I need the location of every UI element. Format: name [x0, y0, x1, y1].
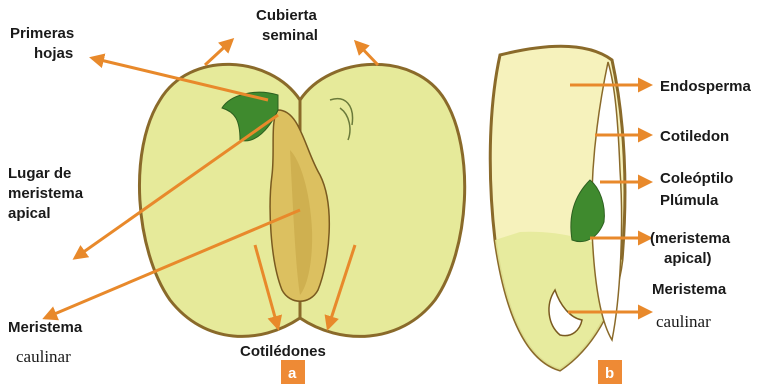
- badge-b: b: [598, 360, 622, 384]
- dicot-seed: [139, 64, 464, 336]
- label-cotiledon: Cotiledon: [660, 128, 729, 145]
- badge-a: a: [281, 360, 305, 384]
- label-cubierta-seminal-2: seminal: [262, 27, 318, 44]
- badge-a-label: a: [288, 365, 297, 382]
- label-plumula: Plúmula: [660, 192, 719, 209]
- monocot-seed: [490, 46, 625, 370]
- label-meristema-left: Meristema: [8, 319, 83, 336]
- label-meristema-apical-1: (meristema: [650, 230, 731, 247]
- label-primeras-hojas-2: hojas: [34, 45, 73, 62]
- label-endosperma: Endosperma: [660, 78, 752, 95]
- label-meristema-apical-2: apical): [664, 250, 712, 267]
- label-lugar-meristema-3: apical: [8, 205, 51, 222]
- arrow-icon: [356, 42, 378, 65]
- label-caulinar-right: caulinar: [656, 312, 711, 331]
- arrow-icon: [205, 40, 232, 65]
- label-lugar-meristema-2: meristema: [8, 185, 84, 202]
- label-caulinar-left: caulinar: [16, 347, 71, 366]
- label-primeras-hojas-1: Primeras: [10, 25, 74, 42]
- label-lugar-meristema-1: Lugar de: [8, 165, 71, 182]
- badge-b-label: b: [605, 365, 614, 382]
- label-cubierta-seminal-1: Cubierta: [256, 7, 318, 24]
- label-cotiledones: Cotilédones: [240, 343, 326, 360]
- label-meristema-right: Meristema: [652, 281, 727, 298]
- label-coleoptilo: Coleóptilo: [660, 170, 733, 187]
